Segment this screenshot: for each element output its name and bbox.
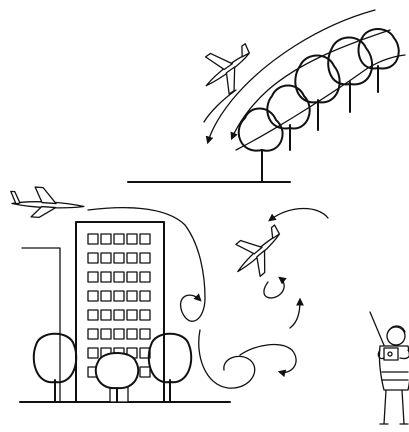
window-row: [88, 272, 150, 282]
window: [127, 272, 137, 282]
window: [101, 329, 111, 339]
transmitter-antenna: [370, 312, 386, 350]
rc-glider-center: [224, 217, 294, 285]
transmitter: [384, 348, 398, 360]
window: [88, 348, 98, 358]
slope-tree: [267, 86, 309, 151]
window: [140, 234, 150, 244]
window: [114, 329, 124, 339]
window-row: [88, 329, 150, 339]
window: [114, 253, 124, 263]
loop-flight-arrow: [270, 208, 328, 220]
window: [114, 310, 124, 320]
building-flight-arrow: [199, 330, 255, 388]
window: [114, 272, 124, 282]
rc-glider-top: [192, 34, 263, 102]
window: [88, 310, 98, 320]
window: [88, 329, 98, 339]
top-scene: [128, 10, 405, 182]
loop-flight-arrow: [264, 278, 284, 298]
window: [127, 329, 137, 339]
window: [140, 272, 150, 282]
window: [140, 253, 150, 263]
window: [127, 234, 137, 244]
window: [140, 310, 150, 320]
window: [114, 291, 124, 301]
slope-trees: [239, 29, 399, 182]
window: [127, 291, 137, 301]
window-row: [88, 291, 150, 301]
window: [101, 253, 111, 263]
window-row: [88, 310, 150, 320]
window: [88, 272, 98, 282]
window-row: [88, 253, 150, 263]
window: [140, 291, 150, 301]
window: [127, 310, 137, 320]
loop-flight-arrow: [290, 300, 300, 328]
window: [88, 253, 98, 263]
pilot-figure: [370, 312, 409, 424]
window: [88, 234, 98, 244]
window: [114, 234, 124, 244]
slope-tree: [328, 38, 372, 113]
window: [101, 291, 111, 301]
window-row: [88, 234, 150, 244]
window: [127, 253, 137, 263]
window: [88, 291, 98, 301]
window: [101, 234, 111, 244]
window: [140, 367, 150, 377]
street-tree: [34, 334, 76, 402]
window: [140, 329, 150, 339]
slope-flight-arrow: [232, 30, 390, 138]
bottom-scene: [9, 185, 409, 424]
window: [101, 272, 111, 282]
window: [101, 310, 111, 320]
rc-glider-left: [9, 185, 85, 220]
